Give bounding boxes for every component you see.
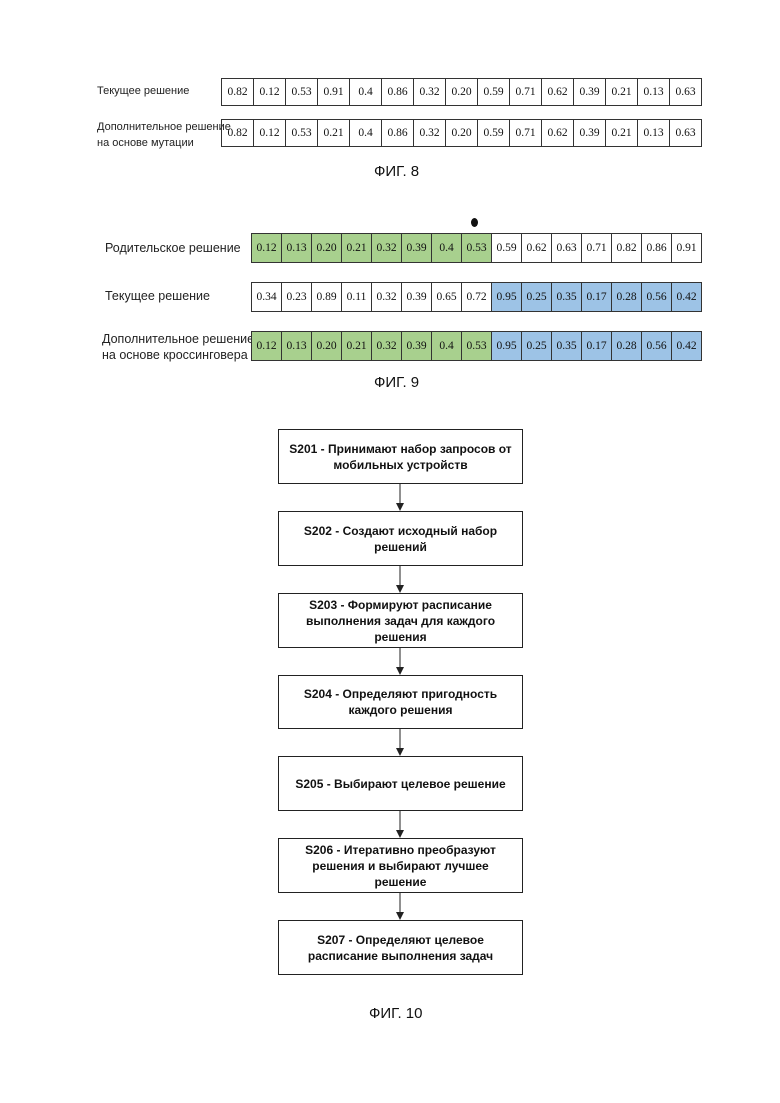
step-s203-box: S203 - Формируют расписание выполнения з… [278,593,523,648]
step-s207-box: S207 - Определяют целевое расписание вып… [278,920,523,975]
step-s206-box: S206 - Итеративно преобразуют решения и … [278,838,523,893]
step-s201-box: S201 - Принимают набор запросов от мобил… [278,429,523,484]
step-s202-box: S202 - Создают исходный набор решений [278,511,523,566]
fig10-caption: ФИГ. 10 [369,1005,423,1022]
step-s204-box: S204 - Определяют пригодность каждого ре… [278,675,523,729]
step-s205-box: S205 - Выбирают целевое решение [278,756,523,811]
